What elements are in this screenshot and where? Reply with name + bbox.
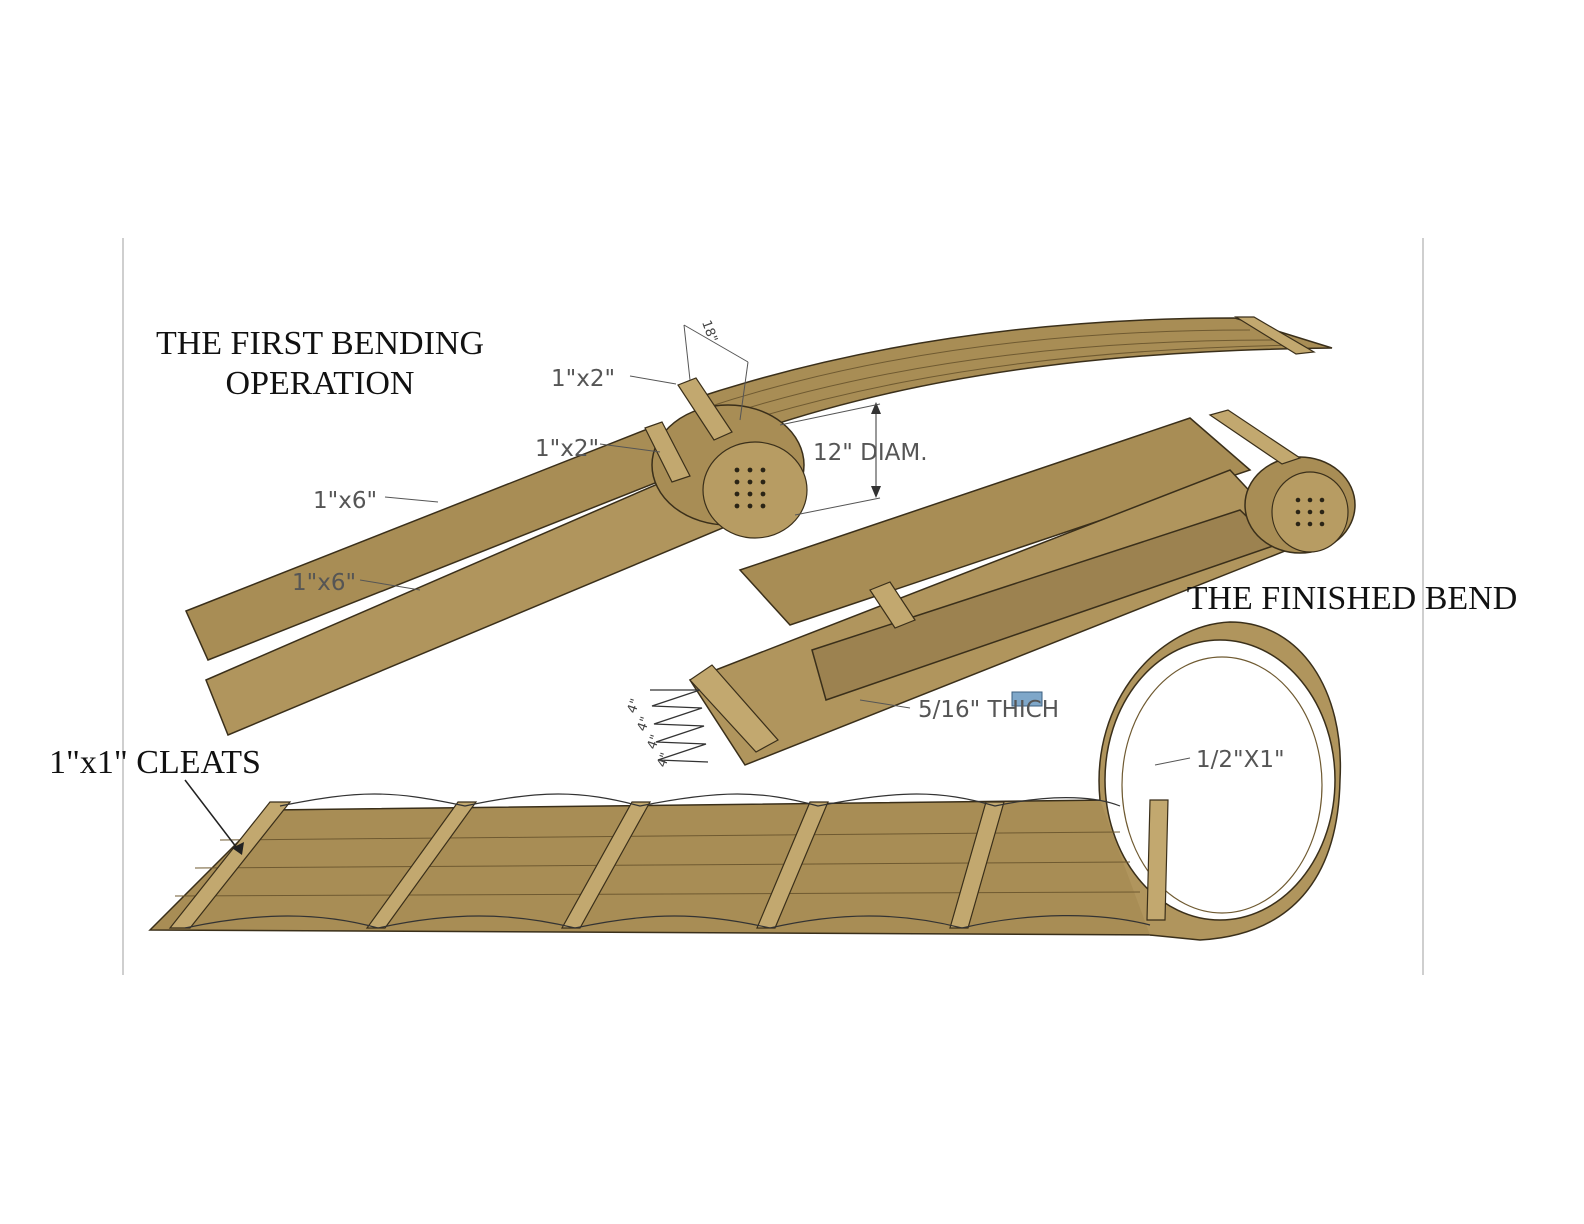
cleat: [560, 801, 652, 929]
angle-dimension-line: [683, 324, 749, 363]
strip-line: [714, 339, 1276, 419]
cleat: [1146, 799, 1169, 921]
arrowhead: [232, 842, 244, 855]
label-diameter: 12" DIAM.: [813, 440, 928, 466]
bent-strips-upper: [688, 317, 1333, 433]
dimension-extension: [794, 497, 881, 516]
spacing-dimension-marks: [650, 689, 709, 763]
end-cleat: [1233, 316, 1316, 355]
cleat: [756, 801, 829, 929]
leader-line: [1154, 757, 1191, 766]
drum-face: [702, 441, 808, 539]
leader-line: [599, 443, 661, 453]
rope-line: [279, 793, 1121, 807]
title-first-bending-line1: THE FIRST BENDING: [156, 325, 484, 362]
label-spacing-3: 4": [645, 733, 664, 752]
drum-bolt-holes: [734, 467, 766, 509]
strip-bundle: [738, 417, 1252, 626]
label-angle: 18": [698, 318, 720, 344]
dimension-extension: [779, 403, 881, 426]
arrowhead: [871, 402, 881, 414]
cleat: [365, 801, 478, 929]
cleat: [949, 801, 1005, 929]
strip-line: [704, 329, 1251, 409]
title-cleats: 1"x1" CLEATS: [49, 744, 261, 781]
title-finished-bend: THE FINISHED BEND: [1187, 580, 1518, 617]
finished-bend-assembly: [148, 621, 1342, 941]
first-bending-assembly: [184, 316, 1333, 736]
leader-line: [184, 779, 241, 853]
label-spacing-2: 4": [635, 715, 654, 734]
label-thickness: 5/16" THICH: [918, 697, 1059, 723]
curl-inner-rim: [1121, 656, 1323, 914]
cleat-end: [689, 664, 779, 753]
plank-line: [174, 891, 1141, 897]
leader-line: [384, 496, 439, 503]
second-bending-assembly: [650, 409, 1356, 766]
label-side-strap: 1"x2": [535, 436, 599, 462]
label-top-strap: 1"x2": [551, 366, 615, 392]
cleat-top: [1208, 409, 1302, 465]
dimension-extension: [739, 361, 749, 421]
strap-1x2-top: [677, 377, 733, 441]
strap-1x2-side: [644, 421, 691, 483]
cleat: [168, 801, 292, 929]
leader-line: [629, 375, 677, 385]
leader-line: [359, 579, 421, 591]
leader-line: [859, 699, 911, 709]
arrowhead: [871, 486, 881, 498]
label-board-lower: 1"x6": [292, 570, 356, 596]
dimension-extension: [683, 324, 691, 381]
label-board-upper: 1"x6": [313, 488, 377, 514]
label-spacing-1: 4": [625, 697, 644, 716]
drum-bolt-holes-2: [1295, 497, 1325, 527]
strip-line: [729, 344, 1301, 427]
cleat-middle: [869, 581, 916, 629]
title-first-bending-line2: OPERATION: [226, 365, 415, 402]
curl-opening: [1104, 639, 1336, 921]
plank-line: [219, 831, 1121, 841]
label-spacing-4: 4": [655, 751, 674, 770]
label-end-cleat: 1/2"X1": [1196, 747, 1285, 773]
rope-line-bottom: [184, 915, 1151, 929]
text-highlight-marker: [1011, 691, 1043, 707]
